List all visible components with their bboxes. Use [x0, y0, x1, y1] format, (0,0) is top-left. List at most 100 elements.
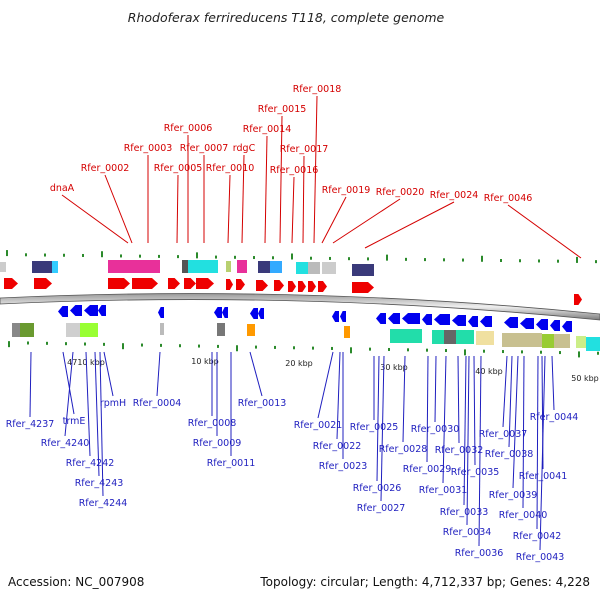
- bottom-gene-label: Rfer_0022: [313, 441, 362, 452]
- tick-mark: [255, 345, 257, 349]
- top-gene-label: Rfer_0017: [280, 144, 329, 155]
- forward-gene-arrow: [274, 280, 284, 291]
- tick-mark: [8, 341, 10, 348]
- reverse-gene-arrow: [536, 319, 548, 330]
- feature-block: [108, 260, 160, 273]
- forward-gene-arrow: [288, 281, 296, 292]
- tick-mark: [462, 258, 464, 262]
- bottom-leader-line: [29, 351, 32, 418]
- top-gene-label: rdgC: [233, 143, 256, 154]
- bottom-leader-line: [442, 355, 447, 484]
- top-gene-label: Rfer_0019: [322, 185, 371, 196]
- feature-block: [20, 323, 34, 337]
- tick-mark: [500, 259, 502, 262]
- forward-gene-arrow: [256, 280, 268, 291]
- reverse-gene-arrow: [58, 306, 68, 317]
- feature-block: [308, 262, 320, 274]
- bottom-leader-line: [434, 355, 437, 423]
- tick-mark: [101, 251, 103, 258]
- top-gene-label: Rfer_0010: [206, 163, 255, 174]
- reverse-gene-arrow: [250, 308, 258, 319]
- reverse-gene-arrow: [98, 305, 106, 316]
- bottom-leader-line: [336, 351, 341, 440]
- forward-gene-arrow: [318, 281, 327, 292]
- tick-mark: [367, 257, 369, 261]
- reverse-gene-arrow: [480, 316, 492, 327]
- tick-mark: [139, 254, 141, 258]
- bottom-leader-line: [551, 355, 555, 411]
- forward-gene-arrow: [168, 278, 180, 289]
- tick-mark: [272, 256, 274, 260]
- reverse-gene-arrow: [504, 317, 518, 328]
- reverse-gene-arrow: [158, 307, 164, 318]
- bottom-leader-line: [94, 351, 100, 477]
- bottom-leader-line: [502, 355, 508, 428]
- tick-mark: [576, 256, 578, 263]
- top-gene-label: Rfer_0020: [376, 187, 425, 198]
- top-leader-line: [241, 154, 245, 244]
- reverse-gene-arrow: [434, 314, 450, 325]
- forward-strand-genes: [4, 278, 582, 305]
- tick-mark: [82, 253, 84, 257]
- top-gene-label: Rfer_0014: [243, 124, 292, 135]
- tick-mark: [350, 347, 352, 354]
- top-gene-label: Rfer_0006: [164, 123, 213, 134]
- tick-mark: [369, 347, 371, 351]
- tick-mark: [502, 350, 504, 354]
- top-label-leaders: [61, 95, 582, 259]
- tick-mark: [120, 254, 122, 258]
- top-leader-line: [364, 201, 455, 249]
- feature-block: [542, 334, 554, 348]
- tick-mark: [443, 258, 445, 262]
- feature-block: [322, 262, 336, 274]
- bottom-gene-label: Rfer_4237: [6, 419, 55, 430]
- bottom-leader-line: [473, 355, 476, 466]
- tick-mark: [557, 259, 559, 263]
- tick-mark: [63, 253, 65, 257]
- top-gene-label: Rfer_0016: [270, 165, 319, 176]
- bottom-leader-line: [478, 355, 482, 547]
- forward-gene-arrow: [352, 282, 374, 293]
- bottom-gene-label: Rfer_0037: [479, 429, 528, 440]
- reverse-gene-arrow: [214, 307, 222, 318]
- tick-mark: [293, 346, 295, 350]
- tick-mark: [426, 348, 428, 352]
- scale-label: 40 kbp: [475, 367, 503, 376]
- forward-gene-arrow: [236, 279, 245, 290]
- tick-mark: [44, 253, 46, 257]
- feature-block: [247, 324, 255, 336]
- top-leader-line: [507, 204, 582, 259]
- tick-mark: [196, 252, 198, 259]
- reverse-gene-arrow: [550, 320, 560, 331]
- bottom-gene-label: Rfer_4243: [75, 478, 124, 489]
- feature-block: [160, 323, 164, 335]
- top-gene-label: Rfer_0007: [180, 143, 229, 154]
- top-leader-line: [321, 196, 347, 244]
- bottom-leader-line: [156, 351, 161, 397]
- feature-block: [586, 337, 600, 351]
- scale-label: 30 kbp: [380, 363, 408, 372]
- tick-mark: [234, 255, 236, 259]
- tick-mark: [407, 348, 409, 352]
- feature-block: [66, 323, 80, 337]
- reverse-gene-arrow: [222, 307, 228, 318]
- bottom-gene-label: Rfer_0036: [455, 548, 504, 559]
- feature-block: [554, 334, 570, 348]
- bottom-leader-line: [463, 355, 467, 506]
- top-leader-line: [61, 194, 129, 244]
- bottom-gene-label: Rfer_0028: [379, 444, 428, 455]
- top-leader-line: [291, 176, 295, 244]
- feature-block: [12, 323, 20, 337]
- top-leader-line: [279, 115, 283, 244]
- top-leader-line: [104, 174, 133, 244]
- tick-mark: [424, 258, 426, 262]
- feature-block: [32, 261, 52, 273]
- tick-mark: [179, 344, 181, 348]
- bottom-leader-line: [466, 355, 470, 526]
- feature-block: [576, 336, 586, 348]
- feature-block: [502, 333, 542, 347]
- feature-block: [352, 264, 374, 276]
